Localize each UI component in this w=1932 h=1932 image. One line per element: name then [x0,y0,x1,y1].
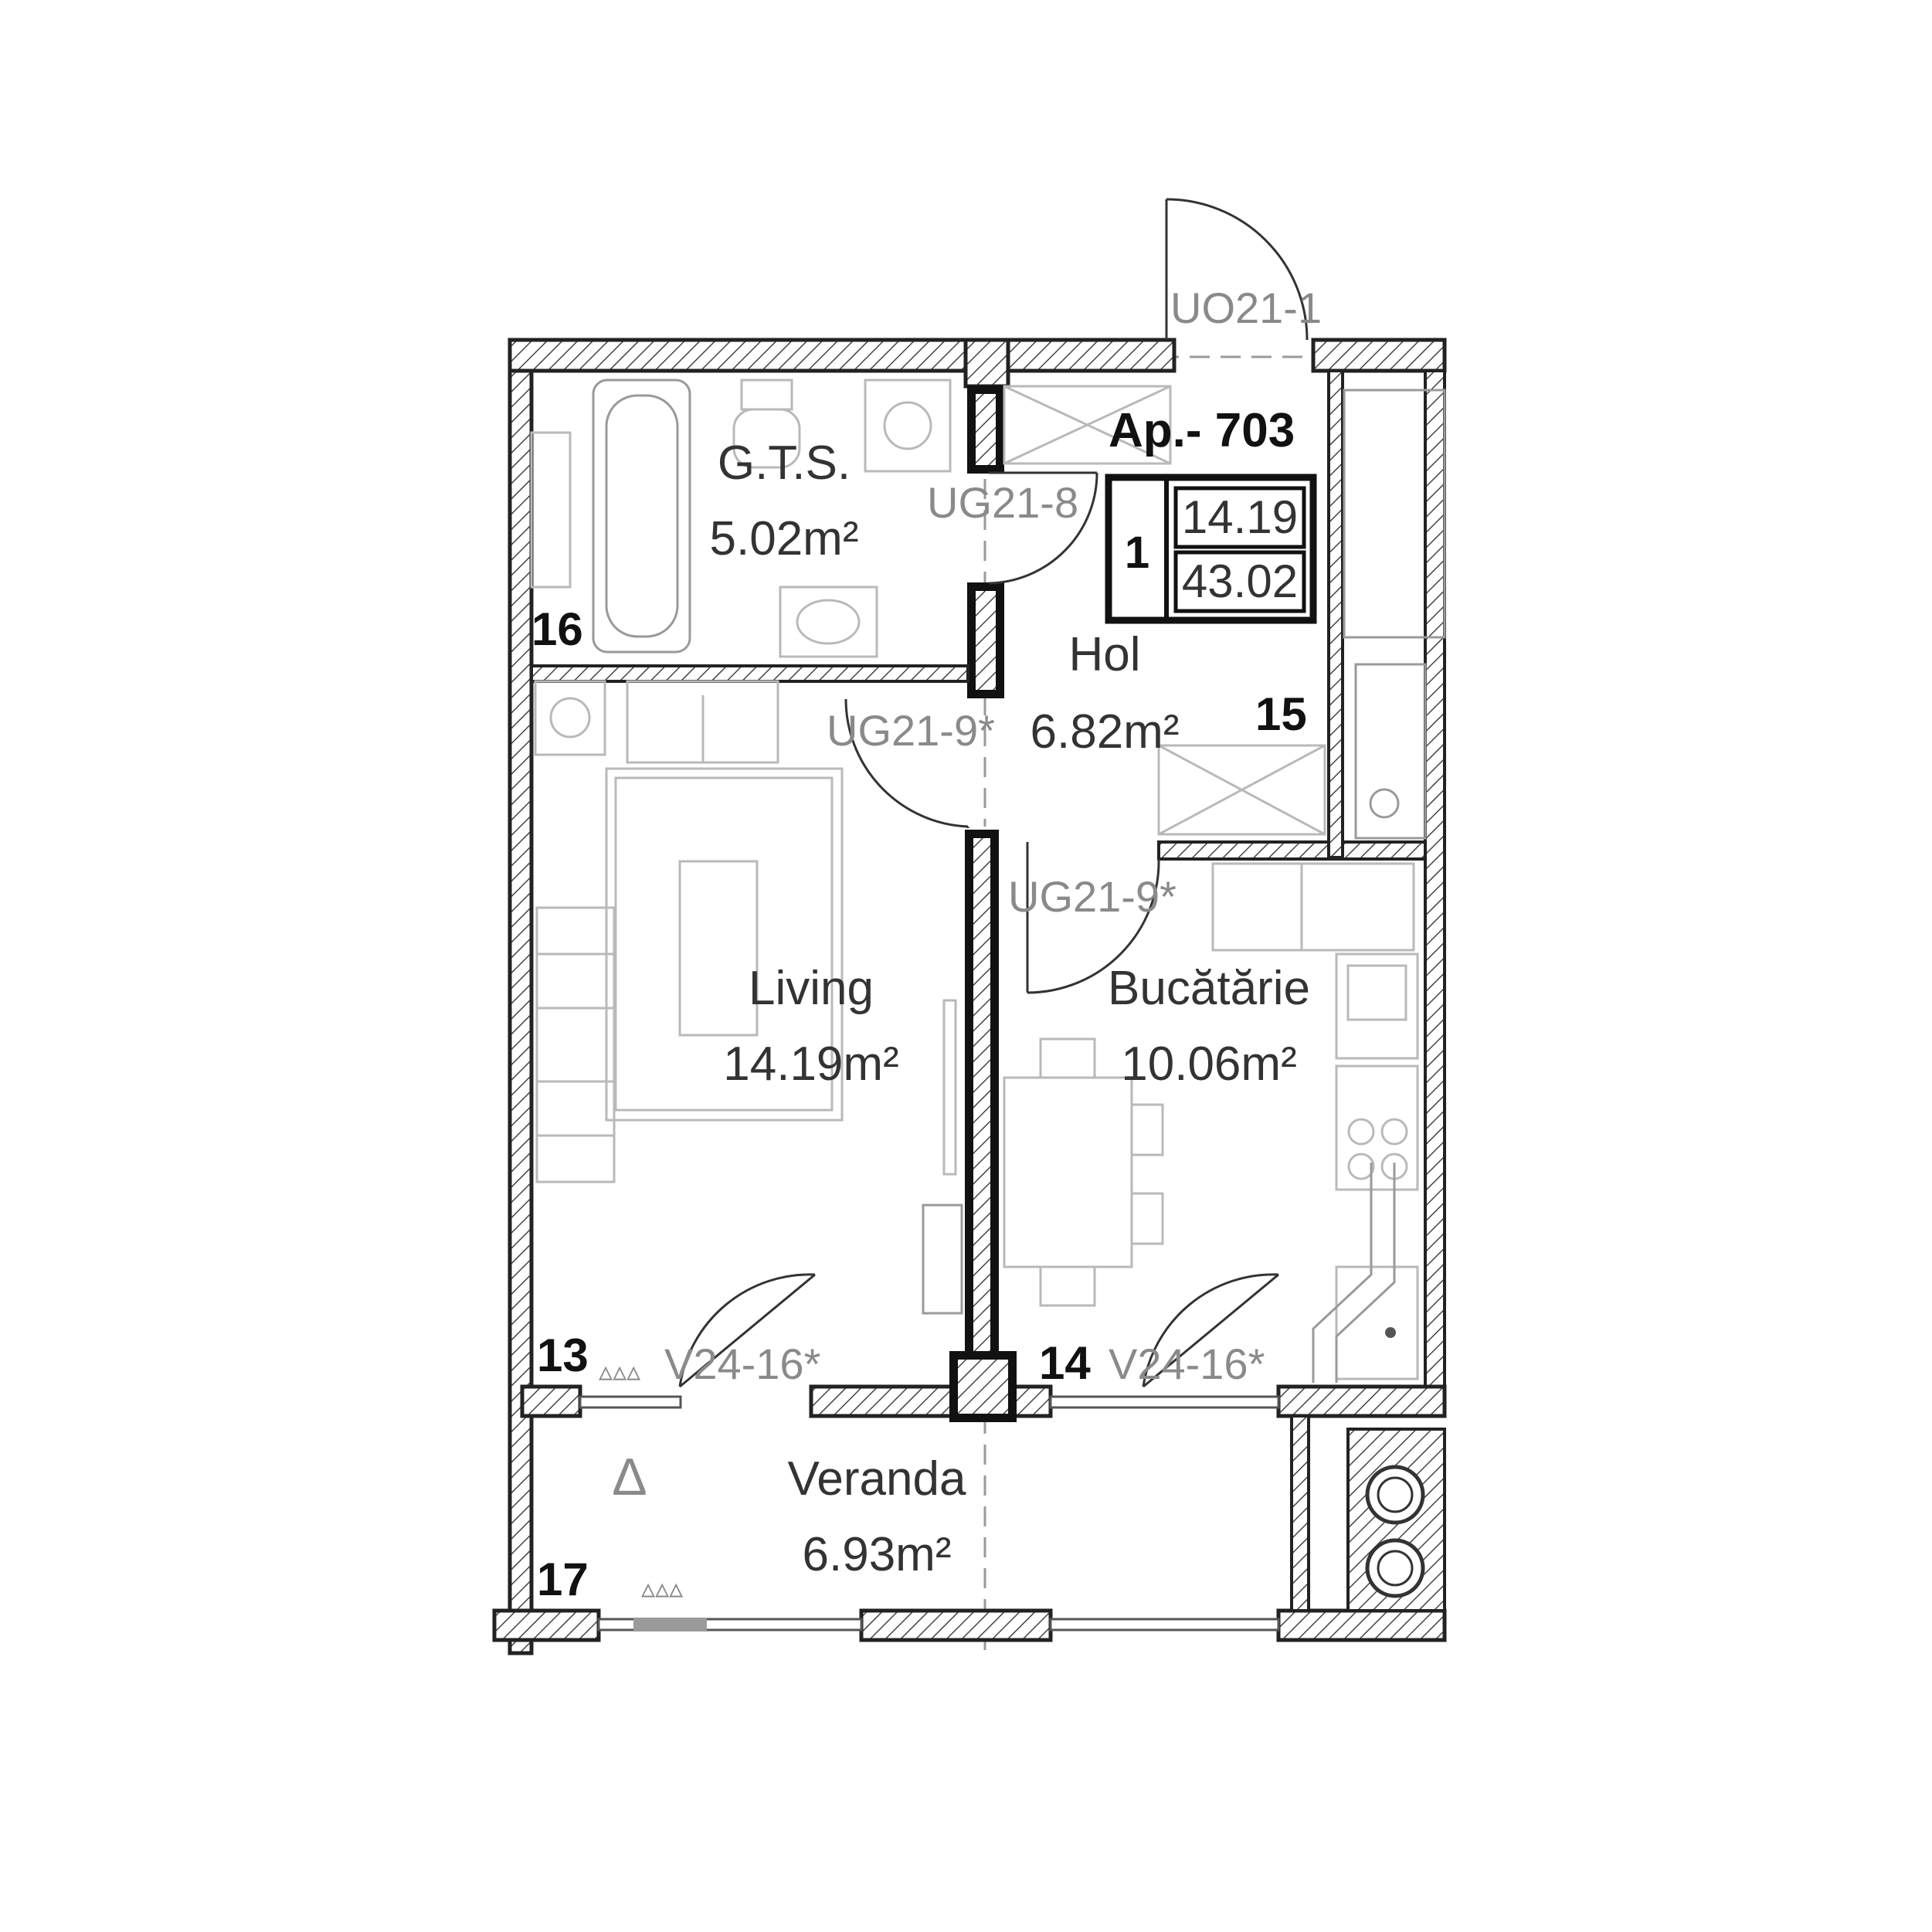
apartment-living-area: 14.19 [1182,491,1298,543]
symbols: Δ ▵▵▵ ▵▵▵ [599,1355,683,1604]
marker-13: 13 [537,1329,589,1381]
room-veranda-name: Veranda [788,1452,967,1506]
apartment-total-area: 43.02 [1182,555,1298,607]
windows [579,1395,1280,1632]
marker-17: 17 [537,1553,589,1605]
door-code-veranda-living: V24-16* [664,1339,820,1388]
room-hol-area: 6.82m² [1031,705,1180,759]
apartment-title: Ap.- 703 [1109,404,1295,457]
room-veranda-area: 6.93m² [803,1528,952,1581]
living-furniture [534,680,963,1315]
marker-14: 14 [1039,1337,1091,1389]
marker-15: 15 [1255,688,1307,740]
room-bucatarie-area: 10.06m² [1121,1037,1296,1091]
small-triangles-living: ▵▵▵ [599,1355,640,1387]
markers: 16 15 13 14 17 [531,603,1307,1605]
apartment-info-box: 1 14.19 43.02 [1105,474,1317,624]
room-living-area: 14.19m² [723,1037,898,1091]
kitchen-furniture [1003,385,1419,1383]
room-gts-area: 5.02m² [710,512,859,565]
room-gts-name: G.T.S. [718,436,851,490]
door-code-veranda-kitchen: V24-16* [1109,1339,1265,1388]
door-code-living: UG21-9* [827,706,995,755]
small-triangles-veranda: ▵▵▵ [641,1572,683,1604]
room-labels: G.T.S. 5.02m² Hol 6.82m² Living 14.19m² … [710,436,1310,1581]
room-bucatarie-name: Bucătărie [1108,962,1310,1015]
apartment-room-count: 1 [1125,528,1149,578]
door-code-kitchen: UG21-9* [1008,872,1177,921]
marker-16: 16 [531,603,583,655]
room-hol-name: Hol [1068,628,1140,681]
triangle-symbol: Δ [612,1448,647,1506]
walls [492,338,1447,1655]
exterior-units [1343,389,1446,1612]
door-codes: UO21-1 UG21-8 UG21-9* UG21-9* V24-16* V2… [664,284,1322,1388]
doors [678,198,1309,1388]
door-code-entrance: UO21-1 [1170,284,1322,332]
door-code-bathroom: UG21-8 [927,478,1078,527]
room-living-name: Living [749,962,874,1015]
bathroom-fixtures [530,379,952,658]
